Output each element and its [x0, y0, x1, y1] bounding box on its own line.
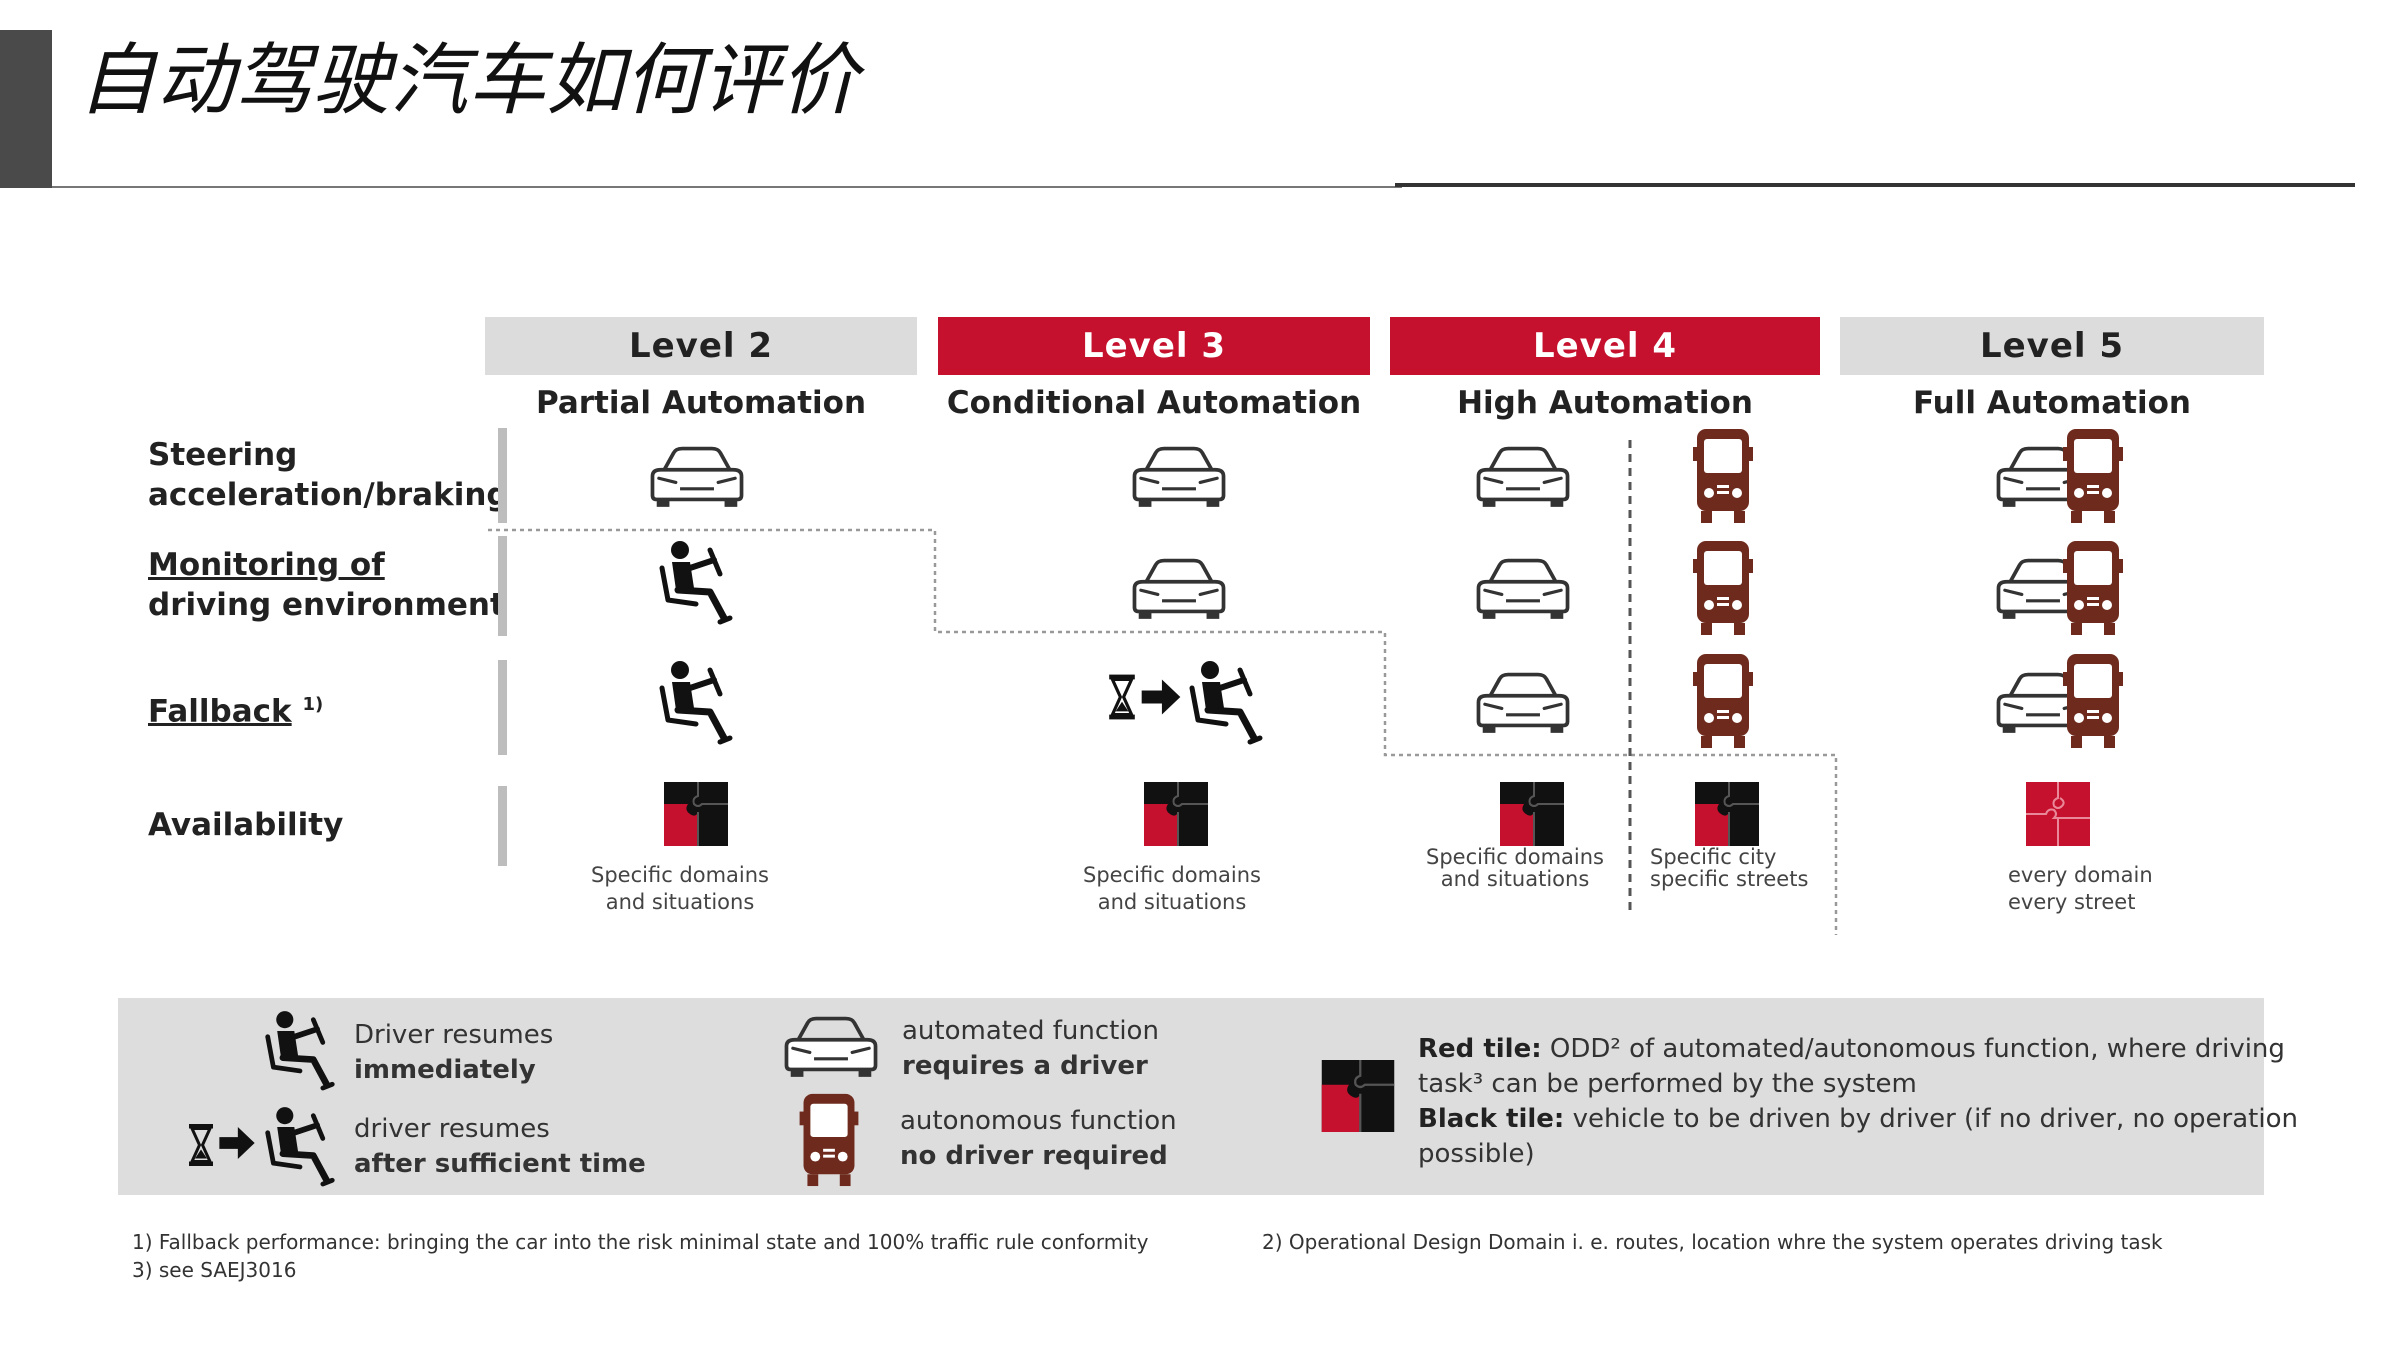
level-3-header: Level 3	[938, 317, 1370, 375]
bus-icon	[1690, 537, 1756, 637]
legend-line: Red tile: ODD² of automated/autonomous f…	[1418, 1032, 2298, 1067]
car-icon	[1126, 552, 1232, 620]
page-title: 自动驾驶汽车如何评价	[78, 36, 859, 126]
car-icon	[778, 1010, 884, 1078]
puzzle-tile-icon	[1318, 1060, 1398, 1132]
puzzle-tile-icon	[1500, 782, 1564, 846]
arrow-right-icon	[1138, 674, 1184, 720]
legend-line: autonomous function	[900, 1106, 1177, 1136]
caption-line: specific streets	[1650, 867, 1809, 891]
bus-icon	[2060, 537, 2126, 637]
legend-tiles: Red tile: ODD² of automated/autonomous f…	[1418, 1032, 2298, 1172]
legend-line: no driver required	[900, 1141, 1168, 1171]
car-icon	[1470, 440, 1576, 508]
hourglass-icon	[186, 1122, 216, 1168]
row-divider	[498, 786, 507, 866]
legend-driver-immediate: Driver resumes immediately	[354, 1018, 553, 1088]
row-label-monitoring-line2: driving environment	[148, 587, 505, 623]
row-label-fallback-text: Fallback	[148, 693, 292, 730]
level-5-subtitle: Full Automation	[1913, 385, 2191, 421]
car-icon	[644, 440, 750, 508]
legend-driver-time: driver resumes after sufficient time	[354, 1112, 646, 1182]
row-label-steering-line1: Steering	[148, 437, 298, 473]
car-icon	[1470, 666, 1576, 734]
caption-line: and situations	[1097, 890, 1247, 914]
availability-caption-level3: Specific domains and situations	[1052, 862, 1292, 916]
driver-icon	[262, 1104, 338, 1190]
row-label-fallback-footnote: 1)	[302, 694, 324, 715]
level-5-header: Level 5	[1840, 317, 2264, 375]
title-divider-accent	[1395, 183, 2355, 187]
bus-icon	[1690, 425, 1756, 525]
black-tile-label: Black tile:	[1418, 1104, 1565, 1134]
row-label-monitoring: Monitoring of driving environment	[148, 545, 505, 625]
caption-line: Specific domains	[591, 863, 769, 887]
level-2-subtitle: Partial Automation	[535, 385, 867, 421]
level-4-header: Level 4	[1390, 317, 1820, 375]
footnote-1: 1) Fallback performance: bringing the ca…	[132, 1230, 1149, 1254]
bus-icon	[2060, 650, 2126, 750]
legend-line: requires a driver	[902, 1051, 1148, 1081]
bus-icon	[2060, 425, 2126, 525]
legend-line: automated function	[902, 1016, 1159, 1046]
caption-line: Specific domains	[1083, 863, 1261, 887]
driver-icon	[656, 538, 736, 628]
legend-line: Black tile: vehicle to be driven by driv…	[1418, 1102, 2298, 1137]
caption-line: Specific domains	[1426, 845, 1604, 869]
legend-line: after sufficient time	[354, 1149, 646, 1179]
hourglass-icon	[1106, 672, 1138, 722]
red-tile-text: ODD² of automated/autonomous function, w…	[1541, 1034, 2285, 1064]
caption-line: and situations	[605, 890, 755, 914]
puzzle-tile-icon	[664, 782, 728, 846]
footnote-3: 3) see SAEJ3016	[132, 1258, 297, 1282]
availability-caption-level2: Specific domains and situations	[560, 862, 800, 916]
red-tile-label: Red tile:	[1418, 1034, 1542, 1064]
driver-icon	[1186, 658, 1266, 748]
availability-caption-level4-bus: Specific city specific streets	[1650, 846, 1820, 890]
row-label-steering-line2: acceleration/braking	[148, 477, 509, 513]
puzzle-tile-icon	[1695, 782, 1759, 846]
level-3-subtitle: Conditional Automation	[946, 385, 1362, 421]
availability-caption-level5: every domain every street	[1990, 862, 2208, 916]
caption-line: and situations	[1440, 867, 1590, 891]
row-label-steering: Steering acceleration/braking	[148, 435, 509, 515]
puzzle-tile-icon	[1144, 782, 1208, 846]
row-divider	[498, 536, 507, 636]
legend-line: Driver resumes	[354, 1020, 554, 1050]
legend-car: automated function requires a driver	[902, 1014, 1159, 1084]
row-divider	[498, 428, 507, 523]
driver-icon	[656, 658, 736, 748]
legend-line: immediately	[354, 1055, 536, 1085]
level-2-header: Level 2	[485, 317, 917, 375]
bus-icon	[1690, 650, 1756, 750]
legend-bus: autonomous function no driver required	[900, 1104, 1177, 1174]
row-label-fallback: Fallback 1)	[148, 685, 323, 731]
legend-line: task³ can be performed by the system	[1418, 1069, 1917, 1099]
title-divider	[52, 186, 1402, 188]
legend-line: possible)	[1418, 1139, 1535, 1169]
level-4-subtitle: High Automation	[1457, 385, 1753, 421]
row-label-monitoring-line1: Monitoring of	[148, 547, 385, 583]
title-accent-bar	[0, 30, 52, 188]
caption-line: Specific city	[1650, 845, 1777, 869]
puzzle-tile-icon	[2026, 782, 2090, 846]
row-divider	[498, 660, 507, 755]
bus-icon	[796, 1090, 862, 1188]
driver-icon	[262, 1008, 338, 1094]
car-icon	[1126, 440, 1232, 508]
footnote-2: 2) Operational Design Domain i. e. route…	[1262, 1230, 2163, 1254]
legend-panel	[118, 998, 2264, 1195]
legend-line: driver resumes	[354, 1114, 550, 1144]
caption-line: every domain	[2008, 863, 2153, 887]
availability-caption-level4-car: Specific domains and situations	[1400, 846, 1630, 890]
caption-line: every street	[2008, 890, 2136, 914]
black-tile-text: vehicle to be driven by driver (if no dr…	[1564, 1104, 2298, 1134]
row-label-availability: Availability	[148, 807, 344, 843]
arrow-right-icon	[216, 1122, 258, 1164]
car-icon	[1470, 552, 1576, 620]
